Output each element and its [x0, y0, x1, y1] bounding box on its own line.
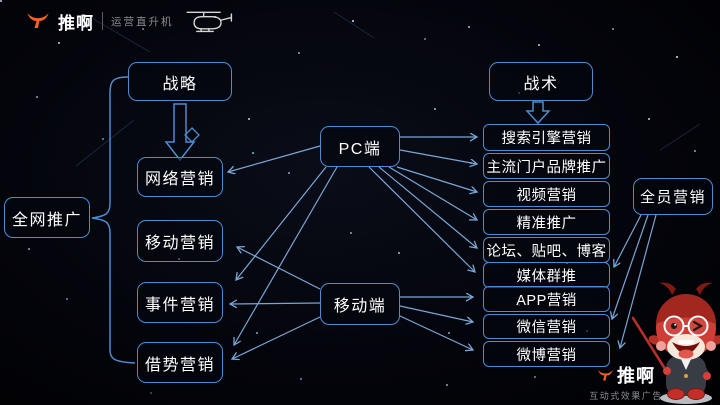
node-label: 网络营销 [144, 171, 215, 188]
node-tactics: 战术 [489, 62, 593, 101]
node-label: 借势营销 [144, 356, 215, 374]
diamond-decoration [184, 127, 200, 143]
node-label: 精准推广 [516, 215, 577, 232]
brand-tagline: 运营直升机 [111, 15, 174, 28]
arrow-lines [228, 137, 657, 359]
node-label: 战术 [523, 75, 559, 93]
mascot-bull-icon [631, 282, 720, 404]
block-arrow-tactics [525, 101, 551, 125]
node-pc-side: PC端 [320, 126, 400, 167]
footer-brand: 推啊 互动式效果广告 [584, 362, 668, 402]
node-wechat-marketing: 微信营销 [483, 314, 610, 339]
header-brand: 推啊 运营直升机 [26, 8, 234, 34]
helicopter-icon [186, 11, 232, 33]
meteor-streaks [75, 11, 701, 167]
node-label: APP营销 [516, 292, 577, 309]
node-label: PC端 [338, 140, 382, 158]
node-label: 搜索引擎营销 [501, 131, 592, 147]
node-label: 移动营销 [144, 235, 215, 252]
node-label: 全网推广 [11, 211, 82, 229]
node-mobile-marketing: 移动营销 [137, 220, 223, 262]
node-weibo-marketing: 微博营销 [483, 341, 610, 367]
node-label: 论坛、贴吧、博客 [486, 243, 607, 260]
tuia-bull-logo-icon [27, 13, 49, 29]
node-label: 事件营销 [144, 296, 215, 314]
node-precision-promotion: 精准推广 [483, 209, 610, 235]
node-label: 微博营销 [516, 347, 577, 364]
tuia-bull-logo-icon [598, 369, 613, 380]
block-arrow-strategy [164, 103, 196, 162]
brand-name: 推啊 [58, 13, 94, 33]
node-portal-brand-promotion: 主流门户品牌推广 [483, 153, 610, 179]
node-label: 主流门户品牌推广 [486, 159, 607, 176]
brace-connector [91, 76, 136, 364]
starfield [0, 0, 2, 2]
node-label: 媒体群推 [516, 268, 577, 285]
node-event-marketing: 事件营销 [137, 282, 223, 323]
node-app-marketing: APP营销 [483, 286, 610, 312]
node-search-engine-marketing: 搜索引擎营销 [483, 124, 610, 151]
node-full-network-promotion: 全网推广 [4, 197, 90, 238]
node-all-staff-marketing: 全员营销 [633, 178, 713, 215]
node-label: 全员营销 [639, 189, 706, 206]
node-label: 视频营销 [516, 187, 577, 204]
node-network-marketing: 网络营销 [137, 157, 223, 197]
node-label: 移动端 [333, 298, 387, 315]
node-leverage-marketing: 借势营销 [137, 342, 223, 383]
node-forum-tieba-blog: 论坛、贴吧、博客 [483, 237, 610, 263]
node-label: 战略 [162, 75, 198, 93]
node-strategy: 战略 [128, 62, 232, 101]
node-media-group-push: 媒体群推 [483, 262, 610, 288]
footer-brand-name: 推啊 [617, 366, 655, 386]
node-label: 微信营销 [516, 320, 577, 336]
node-mobile-side: 移动端 [320, 283, 400, 325]
node-video-marketing: 视频营销 [483, 181, 610, 207]
brand-divider [102, 12, 103, 30]
footer-tagline: 互动式效果广告 [589, 391, 663, 401]
